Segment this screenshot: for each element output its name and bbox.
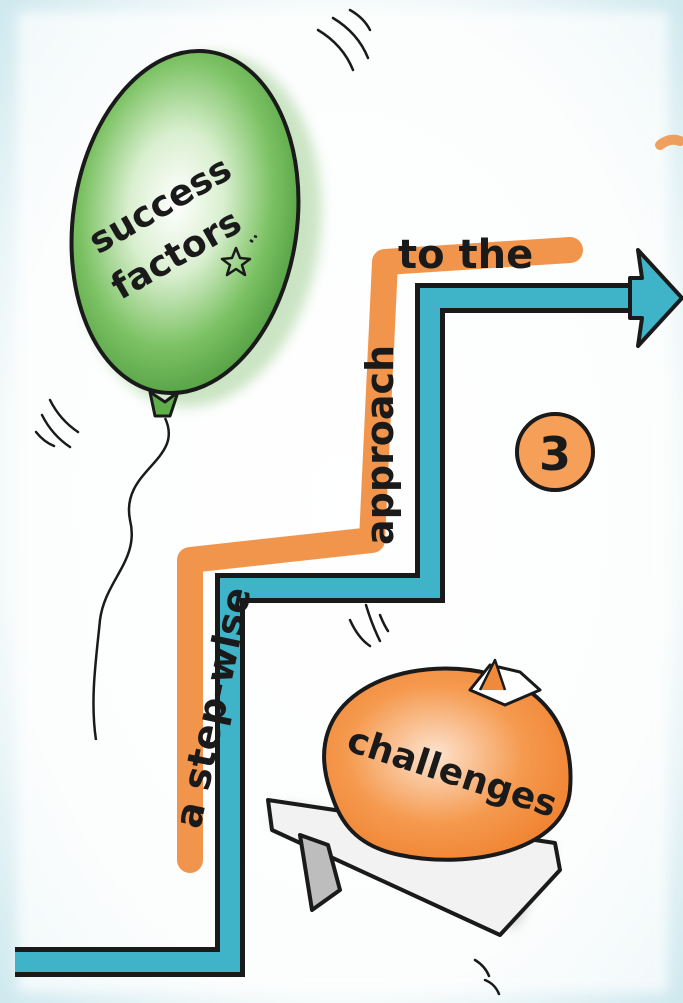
path-label-approach: approach: [358, 345, 402, 545]
motion-lines-icon: [348, 603, 501, 996]
path-label-to-the: to the: [398, 232, 533, 278]
challenges-sack: challenges: [322, 603, 573, 996]
sparkle-star-icon: [220, 234, 258, 277]
orange-scribble-mark: [655, 134, 683, 150]
stair-arrow: [15, 248, 683, 977]
balloon: success factors: [34, 8, 372, 741]
sack-body: [322, 666, 573, 862]
motion-lines-icon: [34, 8, 372, 449]
step-number-badge: 3: [515, 412, 595, 492]
bench-leg: [298, 833, 342, 912]
balloon-knot: [148, 390, 180, 418]
arrow-head-icon: [628, 248, 683, 348]
step-number: 3: [539, 427, 571, 481]
balloon-body: [69, 48, 301, 396]
orange-path: [177, 237, 583, 873]
balloon-string: [92, 417, 171, 741]
